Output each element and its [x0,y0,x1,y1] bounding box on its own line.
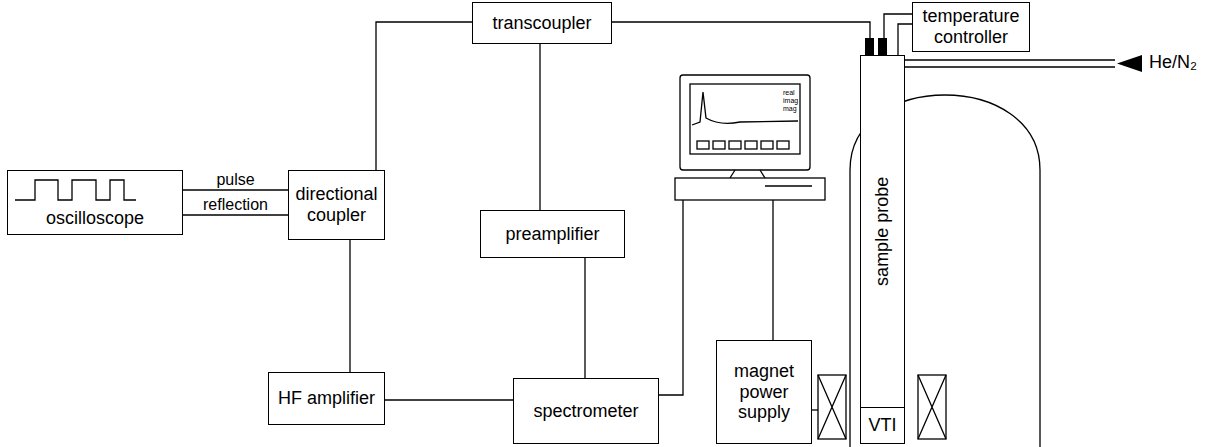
gas-tube [905,60,1115,67]
wire [812,409,818,410]
monitor-neck [730,170,765,178]
connector [585,258,586,378]
connector [350,240,351,372]
connector [376,22,472,170]
node-text: transcoupler [492,13,591,34]
wire [898,24,912,55]
screen-button [697,141,709,149]
probe-connector [878,38,887,55]
computer-base [675,178,825,200]
connector [183,190,288,191]
screen-button [745,141,757,149]
process-box: preamplifier [480,210,625,258]
screen-label: real [782,89,796,97]
process-box: magnet power supply [716,340,812,444]
probe-box: sample probe [860,55,905,408]
magnet-coil-cross [818,375,846,439]
screen-label: mag [782,105,798,113]
process-box: temperature controller [912,2,1030,52]
gas-label: He/N₂ [1148,52,1198,73]
node-text: VTI [868,415,896,436]
node-text: preamplifier [505,224,599,245]
connector [612,22,870,55]
process-box: directional coupler [288,170,385,240]
screen-curve [692,92,798,125]
node-text: temperature controller [917,6,1025,47]
process-box: spectrometer [513,378,659,444]
magnet-coil [918,375,946,439]
gas-arrowhead [1117,55,1142,72]
disk-slot [765,185,812,186]
node-text: HF amplifier [278,388,375,409]
probe-section-box: VTI [860,407,905,444]
process-box: HF amplifier [268,372,385,425]
node-text: oscilloscope [46,208,144,229]
node-text: directional coupler [293,184,380,225]
node-text: magnet power supply [721,361,807,423]
monitor [680,75,810,170]
screen-button [761,141,773,149]
wire [772,200,773,340]
connector [385,400,513,401]
signal-label: pulse [215,171,255,189]
pulse-waveform [15,180,136,200]
screen-button [713,141,725,149]
connector [183,215,288,216]
instrument-box: oscilloscope [7,170,183,235]
screen-button [729,141,741,149]
node-text: spectrometer [533,401,638,422]
signal-label: reflection [202,196,269,214]
connector [540,44,541,210]
magnet-coil [818,375,846,439]
node-text: sample probe [872,177,893,286]
monitor-screen [690,84,800,154]
magnet-coil-cross [918,375,946,439]
wire [659,200,683,395]
process-box: transcoupler [472,2,612,44]
screen-button [777,141,789,149]
connector [884,14,912,55]
screen-label: imag [782,97,799,105]
